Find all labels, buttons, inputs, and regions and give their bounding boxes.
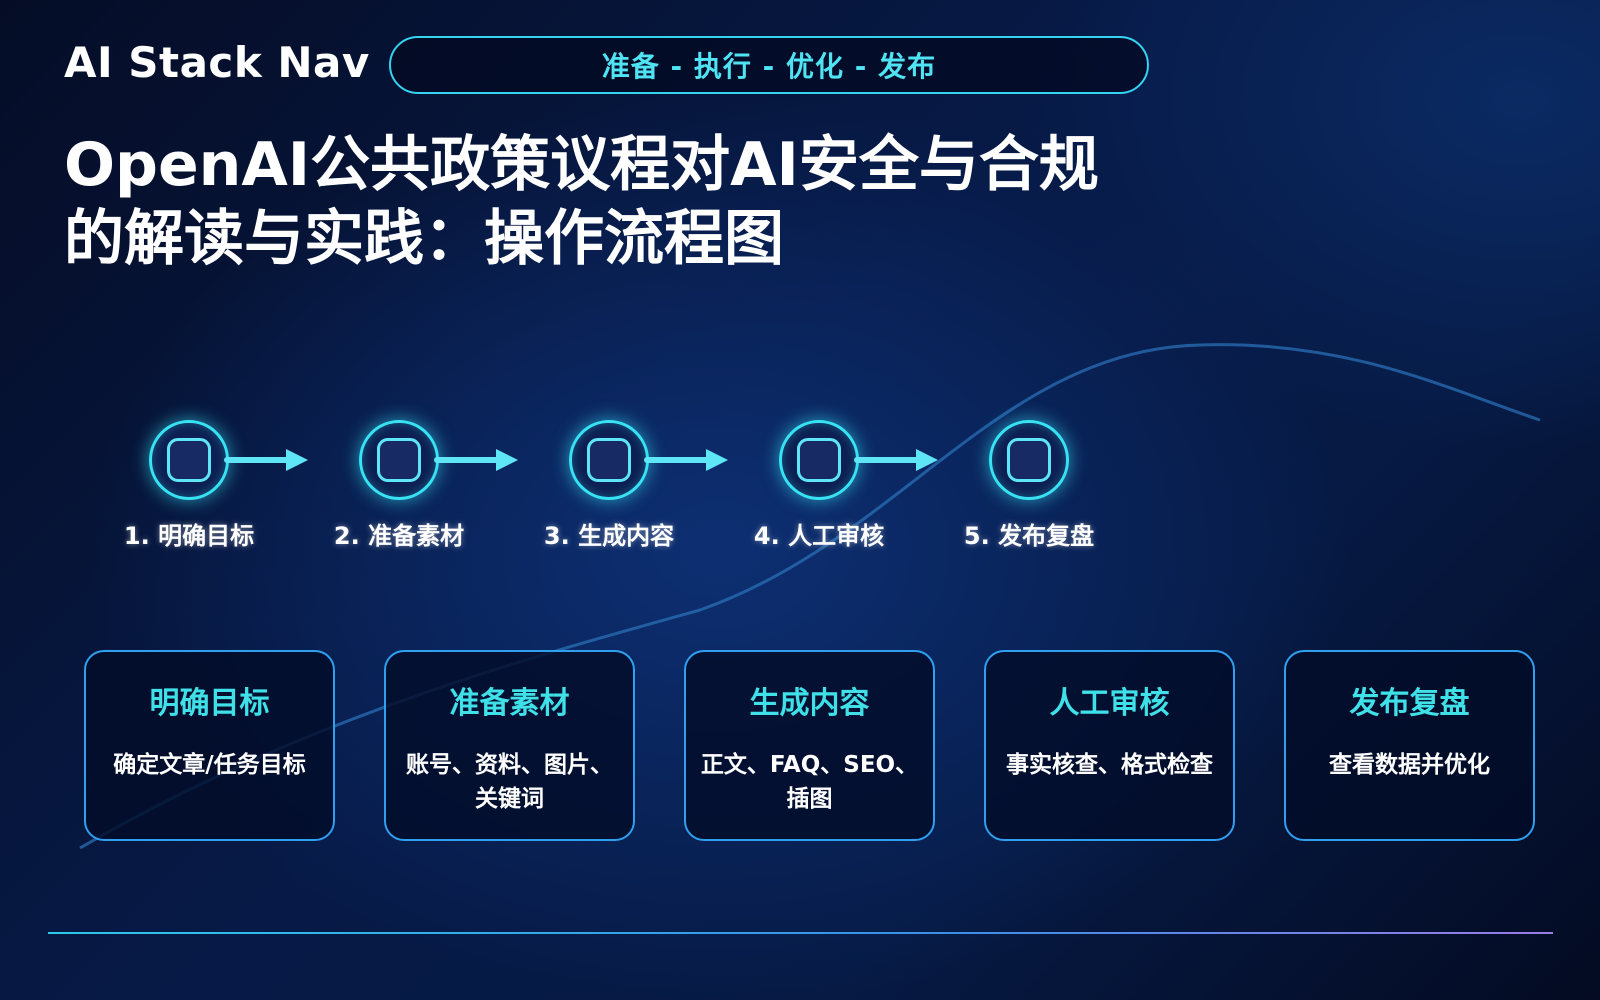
square-node-icon	[1007, 438, 1051, 482]
arrow-right-icon	[224, 449, 308, 471]
card-description: 账号、资料、图片、关键词	[406, 752, 613, 812]
step-node-5	[989, 420, 1069, 500]
step-label-2: 2. 准备素材	[333, 522, 465, 550]
arrow-right-icon	[644, 449, 728, 471]
step-node-4	[779, 420, 859, 500]
step-card-1: 明确目标 确定文章/任务目标	[84, 650, 335, 841]
card-description: 事实核查、格式检查	[1006, 752, 1213, 778]
square-node-icon	[587, 438, 631, 482]
step-card-4: 人工审核 事实核查、格式检查	[984, 650, 1235, 841]
card-title: 准备素材	[449, 686, 570, 721]
footer-divider	[48, 932, 1553, 934]
step-node-2	[359, 420, 439, 500]
step-label-1: 1. 明确目标	[123, 522, 255, 550]
phase-banner: 准备 - 执行 - 优化 - 发布	[389, 36, 1149, 94]
step-label-5: 5. 发布复盘	[963, 522, 1095, 550]
card-title: 生成内容	[749, 686, 870, 721]
card-description: 查看数据并优化	[1329, 752, 1490, 778]
card-description: 正文、FAQ、SEO、插图	[700, 752, 919, 812]
step-label-4: 4. 人工审核	[753, 522, 885, 550]
step-node-1	[149, 420, 229, 500]
brand-logo-text: AI Stack Nav	[64, 38, 370, 87]
page-title: OpenAI公共政策议程对AI安全与合规 的解读与实践：操作流程图	[64, 128, 1164, 276]
card-description: 确定文章/任务目标	[113, 752, 306, 778]
card-title: 发布复盘	[1349, 686, 1470, 721]
arrow-right-icon	[854, 449, 938, 471]
card-title: 人工审核	[1049, 686, 1170, 721]
page-title-line-2: 的解读与实践：操作流程图	[64, 204, 784, 274]
arrow-right-icon	[434, 449, 518, 471]
step-card-3: 生成内容 正文、FAQ、SEO、插图	[684, 650, 935, 841]
square-node-icon	[167, 438, 211, 482]
step-node-3	[569, 420, 649, 500]
step-card-2: 准备素材 账号、资料、图片、关键词	[384, 650, 635, 841]
step-label-3: 3. 生成内容	[543, 522, 675, 550]
card-title: 明确目标	[149, 686, 270, 721]
step-card-5: 发布复盘 查看数据并优化	[1284, 650, 1535, 841]
square-node-icon	[797, 438, 841, 482]
page-title-line-1: OpenAI公共政策议程对AI安全与合规	[64, 130, 1099, 200]
square-node-icon	[377, 438, 421, 482]
